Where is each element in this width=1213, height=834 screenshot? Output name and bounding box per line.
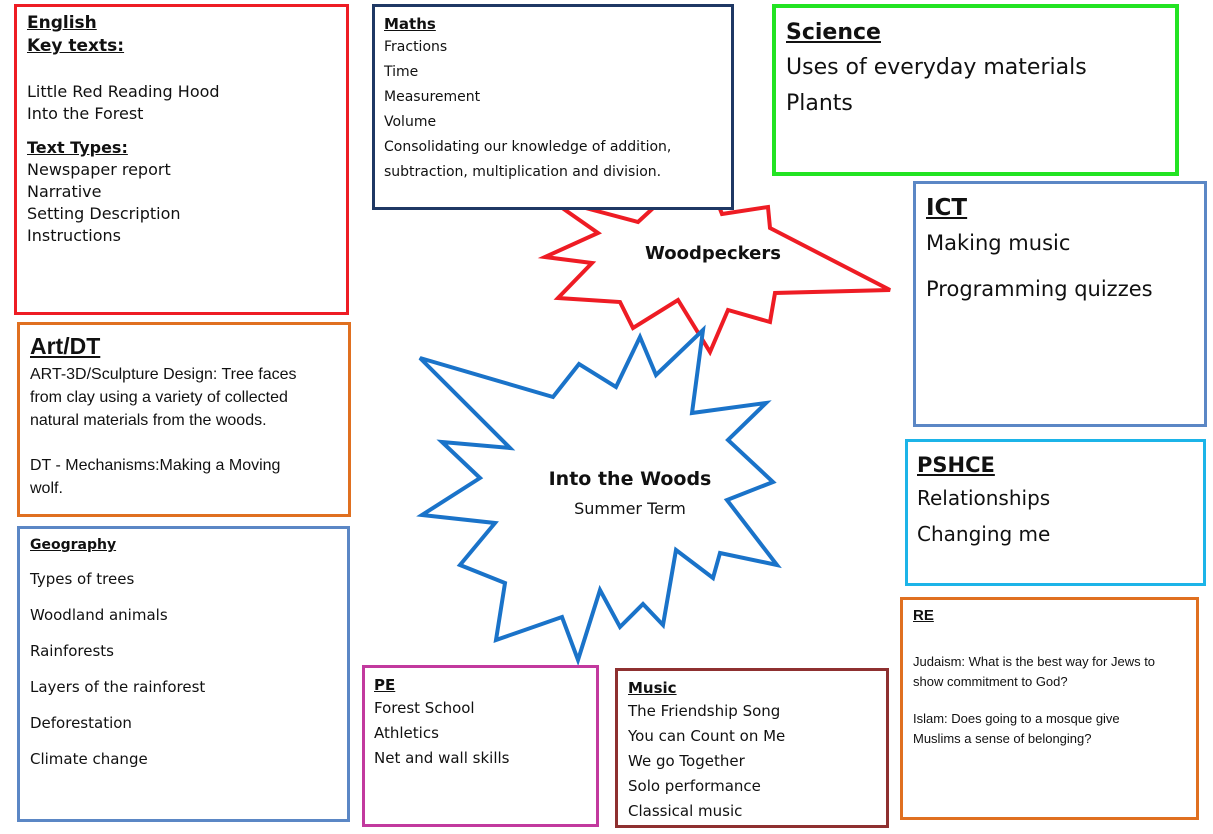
music-box: Music The Friendship Song You can Count … (615, 668, 889, 828)
geography-item: Rainforests (30, 642, 114, 660)
pshce-title: PSHCE (917, 453, 995, 477)
ict-title: ICT (926, 195, 968, 221)
text-type-item: Newspaper report (27, 160, 171, 179)
geography-title: Geography (30, 537, 117, 553)
pshce-item: Relationships (917, 486, 1051, 510)
maths-item: Consolidating our knowledge of addition, (384, 139, 672, 155)
geography-box: Geography Types of trees Woodland animal… (17, 526, 350, 822)
geography-item: Woodland animals (30, 606, 168, 624)
maths-item: Measurement (384, 89, 481, 105)
topic-title: Into the Woods (548, 468, 712, 490)
ict-box: ICT Making music Programming quizzes (913, 181, 1207, 427)
art-dt-title: Art/DT (30, 333, 101, 359)
text-type-item: Setting Description (27, 204, 181, 223)
pshce-box: PSHCE Relationships Changing me (905, 439, 1206, 586)
re-line: show commitment to God? (913, 674, 1068, 689)
re-line: Judaism: What is the best way for Jews t… (913, 654, 1156, 669)
maths-item: Time (384, 64, 419, 80)
woodpeckers-label: Woodpeckers (645, 243, 781, 264)
key-texts-heading: Key texts: (27, 36, 125, 56)
text-type-item: Instructions (27, 226, 121, 245)
geography-item: Layers of the rainforest (30, 678, 206, 696)
ict-item: Making music (926, 231, 1071, 255)
re-box: RE Judaism: What is the best way for Jew… (900, 597, 1199, 820)
dt-line: DT - Mechanisms:Making a Moving (30, 457, 281, 474)
art-line: natural materials from the woods. (30, 412, 267, 429)
maths-title: Maths (384, 15, 436, 33)
maths-box: Maths Fractions Time Measurement Volume … (372, 4, 734, 210)
science-item: Plants (786, 91, 853, 116)
art-line: from clay using a variety of collected (30, 389, 288, 406)
text-type-item: Narrative (27, 182, 102, 201)
geography-item: Types of trees (30, 570, 135, 588)
science-item: Uses of everyday materials (786, 55, 1087, 80)
art-dt-box: Art/DT ART-3D/Sculpture Design: Tree fac… (17, 322, 351, 517)
english-box: English Key texts: Little Red Reading Ho… (14, 4, 349, 315)
maths-item: Fractions (384, 39, 448, 55)
music-item: The Friendship Song (628, 702, 781, 720)
pe-box: PE Forest School Athletics Net and wall … (362, 665, 599, 827)
music-title: Music (628, 679, 677, 697)
maths-item: Volume (384, 114, 437, 130)
music-item: Classical music (628, 802, 743, 820)
music-item: You can Count on Me (628, 727, 786, 745)
science-title: Science (786, 20, 881, 45)
pe-item: Athletics (374, 724, 439, 742)
dt-line: wolf. (30, 480, 63, 497)
pe-item: Forest School (374, 699, 475, 717)
re-line: Muslims a sense of belonging? (913, 731, 1092, 746)
topic-subtitle: Summer Term (574, 499, 686, 518)
re-title: RE (913, 607, 934, 624)
key-text-item: Into the Forest (27, 104, 144, 123)
english-title: English (27, 13, 97, 33)
maths-item: subtraction, multiplication and division… (384, 164, 662, 180)
geography-item: Climate change (30, 750, 148, 768)
music-item: We go Together (628, 752, 745, 770)
text-types-heading: Text Types: (27, 138, 128, 157)
music-item: Solo performance (628, 777, 761, 795)
science-box: Science Uses of everyday materials Plant… (772, 4, 1179, 176)
re-line: Islam: Does going to a mosque give (913, 711, 1120, 726)
ict-item: Programming quizzes (926, 277, 1153, 301)
art-line: ART-3D/Sculpture Design: Tree faces (30, 366, 297, 383)
pshce-item: Changing me (917, 522, 1051, 546)
pe-item: Net and wall skills (374, 749, 510, 767)
pe-title: PE (374, 676, 396, 694)
key-text-item: Little Red Reading Hood (27, 82, 220, 101)
geography-item: Deforestation (30, 714, 132, 732)
